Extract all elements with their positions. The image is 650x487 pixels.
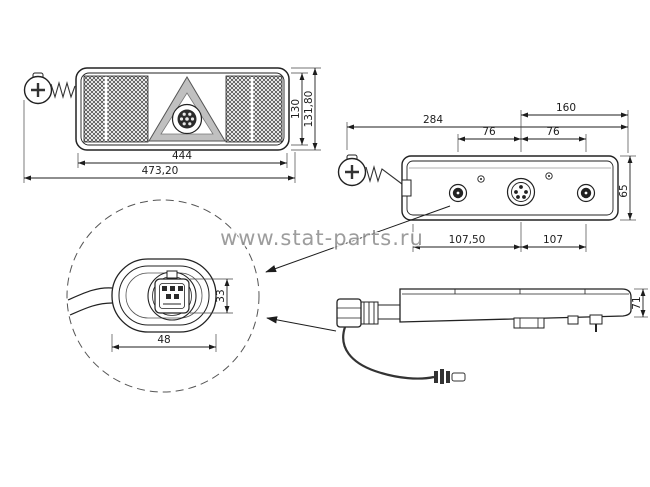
detail-view: 33 48 xyxy=(66,199,260,393)
hanging-cable xyxy=(342,326,435,380)
cable-end-connector xyxy=(451,372,466,382)
clip-left xyxy=(567,315,579,325)
detail-leader-arrows xyxy=(265,205,451,332)
dim-front-overall-height: 131,80 xyxy=(303,91,315,128)
rear-lamp-housing xyxy=(401,155,619,221)
rear-view: 284 160 76 76 65 107,50 107 xyxy=(337,102,636,252)
dim-front-lamp-height: 130 xyxy=(290,99,302,119)
detail-cable-2 xyxy=(69,302,113,316)
side-cable-gland xyxy=(336,298,466,384)
front-dimensions xyxy=(23,67,321,183)
rear-center-connector xyxy=(506,177,536,207)
dim-front-overall-width: 473,20 xyxy=(142,165,179,177)
rear-screw-left xyxy=(448,183,468,203)
front-plug-connector xyxy=(23,72,76,105)
front-lamp-housing xyxy=(75,67,290,151)
clip-right xyxy=(589,314,603,325)
connector-key-tab xyxy=(166,270,178,279)
rear-dimensions xyxy=(346,110,636,252)
dim-detail-height: 33 xyxy=(215,289,227,302)
dim-detail-width: 48 xyxy=(157,334,170,346)
dim-rear-hole-right: 107 xyxy=(543,234,563,246)
rear-screw-right xyxy=(576,183,596,203)
rear-plug-connector xyxy=(337,154,403,187)
dim-rear-pitch-right: 76 xyxy=(546,126,560,138)
dim-front-lamp-width: 444 xyxy=(172,150,192,162)
dim-rear-pitch-left: 76 xyxy=(482,126,496,138)
detail-cable-1 xyxy=(67,287,113,301)
cable-entry xyxy=(401,179,412,197)
lens-left-hatch xyxy=(83,75,149,143)
leader-arrow-from-rear-view xyxy=(265,205,451,273)
detail-circle xyxy=(66,199,260,393)
leader-arrow-from-side-view xyxy=(266,316,337,332)
dim-side-depth: 71 xyxy=(631,296,643,309)
dim-rear-hole-left: 107,50 xyxy=(449,234,486,246)
dim-rear-height: 65 xyxy=(618,184,630,197)
dim-rear-overall-width: 284 xyxy=(423,114,443,126)
front-view: 444 473,20 130 131,80 xyxy=(23,67,321,183)
side-lamp-profile xyxy=(399,288,632,332)
lens-right-hatch xyxy=(225,75,283,143)
mount-bracket xyxy=(513,317,545,329)
side-dimensions xyxy=(634,288,648,318)
side-view: 71 xyxy=(336,288,648,384)
dim-rear-right-section: 160 xyxy=(556,102,576,114)
rear-pin-left xyxy=(477,175,485,183)
detail-dimensions xyxy=(111,278,233,352)
watermark: www.stat-parts.ru xyxy=(220,226,424,250)
detail-connector-body xyxy=(67,258,217,333)
front-center-connector xyxy=(171,103,203,135)
rear-pin-right xyxy=(545,172,553,180)
